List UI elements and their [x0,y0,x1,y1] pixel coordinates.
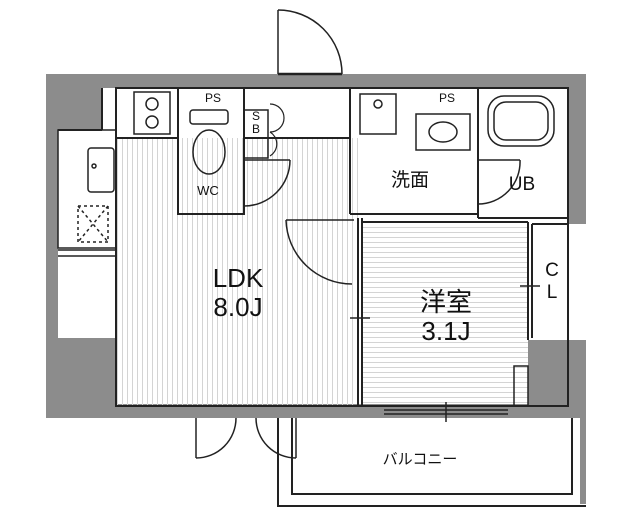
washing-machine-space-icon [359,93,397,135]
balcony-window[interactable] [384,365,529,422]
shoe-box-line1: S [251,109,260,123]
kitchen-floor [58,130,116,338]
ldk-label: LDK 8.0J [188,263,288,323]
pipe-space-left-label: PS [204,91,221,105]
pipe-space-right-label: PS [438,91,455,105]
unit-bath-label: UB [508,174,536,195]
hall-door[interactable] [285,219,354,285]
western-room-floor [362,222,528,406]
stove-icon [133,91,171,135]
balcony-label: バルコニー [382,451,458,468]
bathtub-icon [487,95,555,147]
wash-basin-icon [415,113,471,151]
western-room-size: 3.1J [421,316,471,347]
washroom-label: 洗面 [390,170,429,191]
sink-icon [87,147,115,193]
closet-line1: C [545,260,559,281]
western-room-label: 洋室 3.1J [406,287,486,347]
shoebox-doors[interactable] [269,103,285,157]
toilet-label: WC [197,183,219,198]
balcony-door-left[interactable] [195,417,297,459]
refrigerator-space-icon [77,205,109,243]
balcony-outline [277,418,586,507]
ldk-size: 8.0J [213,292,263,323]
entrance-door[interactable] [277,9,343,76]
toilet-icon [189,109,229,175]
kitchen-counter [57,129,117,257]
ldk-name: LDK [212,263,264,293]
shoe-box-label: S B [249,109,263,137]
shoe-box-line2: B [251,122,260,137]
exterior-walls [46,74,586,504]
toilet-door[interactable] [243,159,291,207]
western-room-name: 洋室 [419,287,472,317]
closet-label: C L [540,260,564,304]
closet-line2: L [546,281,558,303]
washroom-door[interactable] [477,159,521,205]
shoe-box [243,109,269,159]
